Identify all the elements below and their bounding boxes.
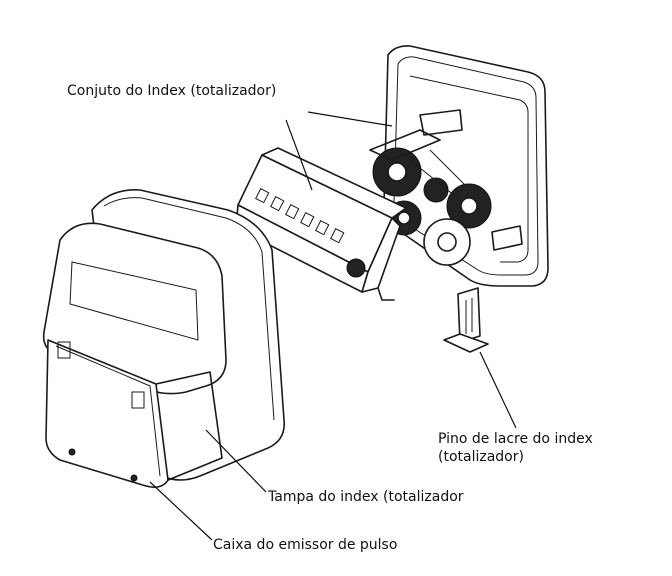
label-seal-pin: Pino de lacre do index (totalizador) [438,431,593,466]
label-index-cover: Tampa do index (totalizador [268,489,464,505]
leader-lines [149,111,517,541]
label-seal-pin-line1: Pino de lacre do index [438,431,593,447]
index-assembly [235,147,407,301]
gear-train [369,109,523,266]
label-index-assembly: Conjuto do Index (totalizador) [67,83,277,99]
label-seal-pin-line2: (totalizador) [438,448,524,465]
seal-pin [443,287,489,353]
front-housing [42,189,285,488]
label-pulse-emitter-box: Caixa do emissor de pulso [213,537,398,553]
